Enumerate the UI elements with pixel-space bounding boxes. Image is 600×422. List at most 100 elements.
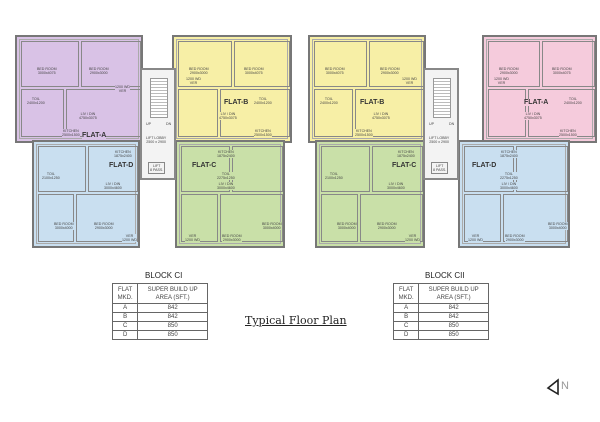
room-label: BED ROOM 3000x4075 [552,67,572,75]
flat-label: FLAT-D [472,162,497,169]
room-label: TOIL 2400x1200 [564,97,582,105]
room-label: BED ROOM 3000x4075 [244,67,264,75]
room-wall [178,89,218,137]
room-label: TOIL 2400x1200 [320,97,338,105]
north-arrow-icon: N [546,378,576,398]
plan-title: Typical Floor Plan [245,314,347,327]
table-cell: B [392,312,420,322]
room-label: VER 1200 WD [405,234,420,242]
flat-label: FLAT-C [192,162,217,169]
table-cell: 842 [137,312,208,322]
room-label: TOIL 2400x1200 [27,97,45,105]
room-wall [488,89,527,137]
room-label: BED ROOM 3000x4000 [262,222,282,230]
room-label: BED ROOM 3000x4075 [325,67,345,75]
left-core: UP DN LIFT LOBBY 2500 x 2900 LIFT 8 PASS… [140,68,176,180]
block-ci-title: BLOCK CI [145,271,183,280]
room-label: LIV / DIN 3000x4600 [104,182,122,190]
room-wall [314,41,367,87]
room-label: BED ROOM 2900x3000 [222,234,242,242]
room-label: VER 1200 WD [185,234,200,242]
table-header: FLAT MKD.SUPER BUILD UP AREA (SFT.) [392,283,489,304]
room-label: KITCHEN 2500x1500 [559,129,577,137]
table-cell: 842 [418,303,489,313]
room-wall [234,41,290,87]
table-cell: B [111,312,139,322]
room-label: BED ROOM 3000x4000 [54,222,74,230]
flat-label: FLAT-A [524,99,549,106]
room-label: TOIL 2275x1250 [500,172,518,180]
right-core: UP DN LIFT LOBBY 2500 x 2900 LIFT 8 PASS… [423,68,459,180]
room-wall [516,146,568,192]
room-label: KITCHEN 2500x1500 [355,129,373,137]
table-cell: 850 [418,330,489,340]
block-cii-title: BLOCK CII [425,271,465,280]
room-label: TOIL 2100x1250 [42,172,60,180]
room-wall [503,194,568,242]
room-wall [321,146,370,192]
room-label: TOIL 2400x1200 [254,97,272,105]
room-label: KITCHEN 2500x1500 [62,129,80,137]
table-cell: 842 [137,303,208,313]
room-label: BED ROOM 3000x4075 [37,67,57,75]
staircase [150,78,168,118]
staircase [433,78,451,118]
column-header: FLAT MKD. [392,283,420,304]
room-wall [181,146,230,192]
room-label: KITCHEN 1875x2400 [397,150,415,158]
table-cell: 850 [418,321,489,331]
room-label: KITCHEN 2500x1500 [254,129,272,137]
room-label: BED ROOM 2900x3000 [377,222,397,230]
room-wall [314,89,354,137]
table-cell: D [392,330,420,340]
room-label: 1200 WD VER [186,77,201,85]
room-wall [81,41,141,87]
room-wall [488,41,540,87]
room-wall [464,146,514,192]
table-cell: 850 [137,330,208,340]
room-wall [88,146,138,192]
room-wall [359,194,423,242]
table-cell: A [111,303,139,313]
flat-label: FLAT-D [109,162,134,169]
room-label: BED ROOM 3000x4000 [548,222,568,230]
room-wall [321,194,358,242]
room-wall [21,89,64,137]
room-label: LIV / DIN 4750x3075 [372,112,390,120]
room-label: BED ROOM 2900x3000 [189,67,209,75]
table-cell: A [392,303,420,313]
room-label: KITCHEN 1875x2400 [500,150,518,158]
room-wall [541,41,595,87]
flat-label: FLAT-A [82,132,107,139]
lift-label: LIFT 8 PASS. [431,162,449,174]
room-label: LIV / DIN 4750x3075 [79,112,97,120]
table-cell: D [111,330,139,340]
flat-label: FLAT-C [392,162,417,169]
room-wall [219,194,283,242]
table-header: FLAT MKD.SUPER BUILD UP AREA (SFT.) [111,283,208,304]
stair-up-label: UP [429,122,434,126]
room-label: 1200 WD VER [115,85,130,93]
flat-label: FLAT-B [360,99,385,106]
stair-down-label: DN [449,122,455,126]
table-cell: C [392,321,420,331]
room-label: TOIL 2100x1250 [325,172,343,180]
left-flat-a: FLAT-A BED ROOM 3000x4075 BED ROOM 2900x30… [15,35,143,143]
room-label: LIV / DIN 3000x4600 [217,182,235,190]
room-label: BED ROOM 2900x3000 [94,222,114,230]
room-label: BED ROOM 2900x3000 [89,67,109,75]
stair-down-label: DN [166,122,172,126]
lift-lobby-label: LIFT LOBBY 2500 x 2900 [146,136,167,144]
lift-lobby-label: LIFT LOBBY 2500 x 2900 [429,136,450,144]
room-wall [21,41,79,87]
